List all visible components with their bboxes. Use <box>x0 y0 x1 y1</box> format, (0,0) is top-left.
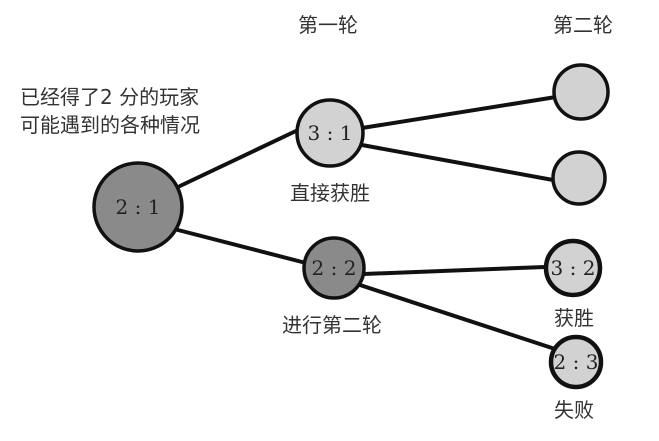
node-root: 2 : 1 <box>92 161 184 253</box>
label-direct-win: 直接获胜 <box>290 181 370 205</box>
edge-r1tie-r2lose <box>358 283 554 350</box>
node-r2-a <box>552 63 610 121</box>
node-r2-win-score: 3 : 2 <box>551 256 596 280</box>
edge-r1tie-r2win <box>362 265 547 276</box>
node-r1-tie: 2 : 2 <box>302 236 366 300</box>
label-next-round: 进行第二轮 <box>282 313 382 337</box>
description-line2: 可能遇到的各种情况 <box>20 113 200 137</box>
header-round1: 第一轮 <box>298 13 358 37</box>
node-r2-b <box>551 150 607 206</box>
label-lose: 失败 <box>554 398 594 422</box>
edge-root-r1tie <box>176 228 308 265</box>
node-r1-win: 3 : 1 <box>295 98 365 168</box>
node-r1-tie-score: 2 : 2 <box>312 256 357 280</box>
node-r1-win-score: 3 : 1 <box>308 121 353 145</box>
edge-r1win-r2b <box>360 143 555 182</box>
label-win: 获胜 <box>554 306 594 330</box>
description-line1: 已经得了2 分的玩家 <box>20 85 199 109</box>
node-r2-lose-score: 2 : 3 <box>554 350 599 374</box>
header-round2: 第二轮 <box>553 13 613 37</box>
node-root-score: 2 : 1 <box>116 195 161 219</box>
edge-r1win-r2a <box>360 95 558 130</box>
node-r2-win: 3 : 2 <box>543 238 603 298</box>
node-r2-lose: 2 : 3 <box>548 334 604 390</box>
edge-root-r1win <box>178 128 300 188</box>
